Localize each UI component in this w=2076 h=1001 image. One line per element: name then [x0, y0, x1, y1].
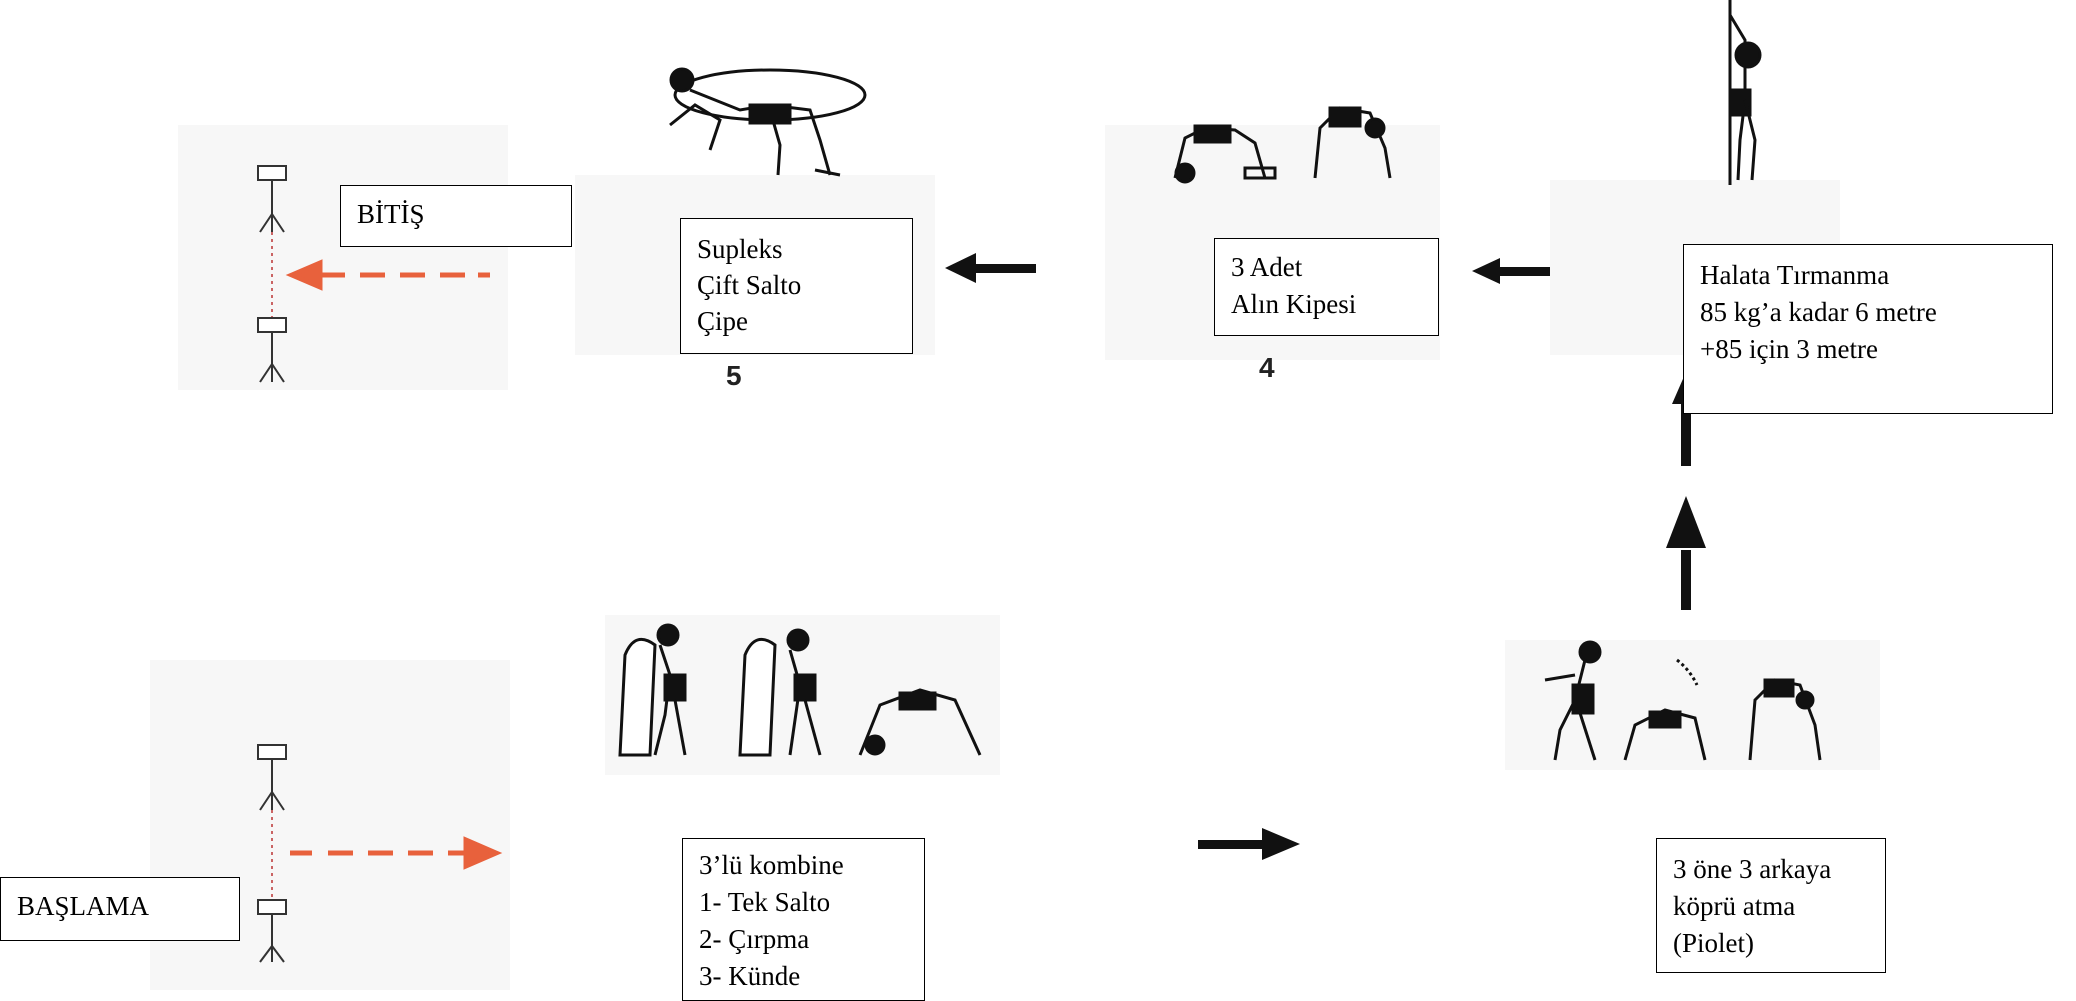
start-label: BAŞLAMA	[17, 891, 150, 921]
station-line: 85 kg’a kadar 6 metre	[1700, 297, 1937, 327]
station-line: 3’lü kombine	[699, 850, 844, 880]
station-line: köprü atma	[1673, 891, 1796, 921]
arrow-left-icon	[945, 253, 1036, 283]
station-line: Çipe	[697, 306, 748, 336]
station-line: 1- Tek Salto	[699, 887, 831, 917]
finish-label-box: BİTİŞ	[340, 185, 572, 247]
arrow-right-icon	[1198, 828, 1300, 860]
station-line: Çift Salto	[697, 270, 802, 300]
arrow-left-icon	[1472, 258, 1550, 284]
station-line: Halata Tırmanma	[1700, 260, 1890, 290]
step-number-4: 4	[1259, 352, 1275, 383]
start-label-box: BAŞLAMA	[0, 877, 240, 941]
suplex-wrestlers-illustration	[669, 67, 867, 177]
suplex-station-box: Supleks Çift Salto Çipe	[680, 218, 913, 354]
station-line: Supleks	[697, 234, 783, 264]
station-line: 3 öne 3 arkaya	[1673, 854, 1832, 884]
station-line: 3 Adet	[1231, 252, 1303, 282]
rope-climb-illustration	[1728, 0, 1762, 185]
station-line: 3- Künde	[699, 961, 801, 991]
bridge-wrestlers-illustration	[1544, 640, 1822, 761]
combo-wrestlers-illustration	[618, 623, 982, 757]
station-line: Alın Kipesi	[1231, 289, 1357, 319]
combo-station-box: 3’lü kombine 1- Tek Salto 2- Çırpma 3- K…	[682, 838, 925, 1001]
rope-station-box: Halata Tırmanma 85 kg’a kadar 6 metre +8…	[1683, 244, 2053, 414]
finish-label: BİTİŞ	[357, 199, 425, 229]
step-number-5: 5	[726, 360, 742, 391]
station-line: 2- Çırpma	[699, 924, 810, 954]
station-line: (Piolet)	[1673, 928, 1754, 958]
finish-panel	[178, 125, 508, 390]
forehead-wrestlers-illustration	[1173, 106, 1392, 184]
bridge-station-box: 3 öne 3 arkaya köprü atma (Piolet)	[1656, 838, 1886, 973]
forehead-station-box: 3 Adet Alın Kipesi	[1214, 238, 1439, 336]
arrow-up-icon	[1666, 496, 1706, 610]
station-line: +85 için 3 metre	[1700, 334, 1878, 364]
